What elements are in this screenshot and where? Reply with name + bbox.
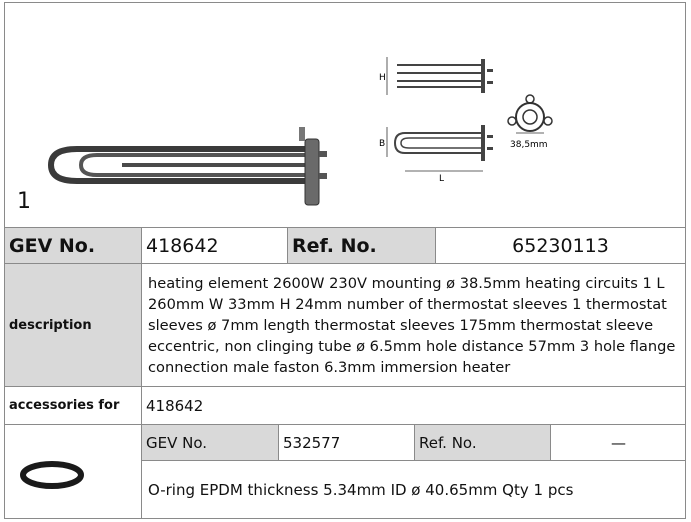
o-ring-image bbox=[20, 461, 84, 489]
description-row: description heating element 2600W 230V m… bbox=[5, 264, 685, 387]
dimension-flange-label: 38,5mm bbox=[510, 140, 548, 150]
accessory-description: O-ring EPDM thickness 5.34mm ID ø 40.65m… bbox=[141, 461, 685, 519]
dimension-l-label: L bbox=[439, 174, 444, 184]
description-text: heating element 2600W 230V mounting ø 38… bbox=[141, 264, 685, 386]
accessory-gev-value: 532577 bbox=[278, 425, 414, 460]
dimension-drawing-side: B L bbox=[379, 125, 493, 184]
product-image-area: H 38,5mm B L 1 bbox=[5, 3, 685, 228]
datasheet: H 38,5mm B L 1 GE bbox=[4, 2, 686, 519]
gev-no-label: GEV No. bbox=[5, 228, 141, 263]
dimension-b-label: B bbox=[379, 139, 385, 149]
accessory-ref-label: Ref. No. bbox=[414, 425, 550, 460]
header-row: GEV No. 418642 Ref. No. 65230113 bbox=[5, 228, 685, 264]
accessories-row: accessories for 418642 bbox=[5, 387, 685, 425]
accessory-item: GEV No. 532577 Ref. No. — O-ring EPDM th… bbox=[5, 425, 686, 519]
dimension-h-label: H bbox=[379, 73, 386, 83]
ref-no-value: 65230113 bbox=[435, 228, 685, 263]
accessory-gev-label: GEV No. bbox=[142, 425, 278, 460]
dimension-drawing-flange: 38,5mm bbox=[507, 94, 553, 150]
accessories-value: 418642 bbox=[141, 387, 685, 424]
description-label: description bbox=[5, 264, 141, 386]
ref-no-label: Ref. No. bbox=[287, 228, 435, 263]
heating-element-image bbox=[47, 127, 327, 206]
accessory-header-row: GEV No. 532577 Ref. No. — bbox=[141, 425, 686, 461]
image-index: 1 bbox=[17, 189, 31, 214]
accessory-ref-value: — bbox=[550, 425, 686, 460]
dimension-drawing-top: H bbox=[379, 57, 493, 95]
accessories-label: accessories for bbox=[9, 398, 120, 413]
gev-no-value: 418642 bbox=[141, 228, 287, 263]
